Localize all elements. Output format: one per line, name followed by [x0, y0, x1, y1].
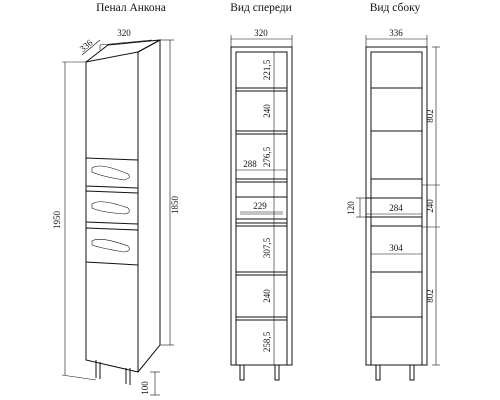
front-view: [230, 35, 293, 381]
iso-depth-label: 336: [78, 37, 95, 54]
iso-width-label: 320: [117, 28, 131, 38]
front-width-label: 320: [254, 28, 268, 38]
iso-height-total-label: 1950: [52, 211, 62, 230]
title-iso-view: Пенал Анкона: [96, 2, 166, 14]
title-side-view: Вид сбоку: [370, 2, 421, 14]
side-drawer-depth-label: 284: [389, 203, 403, 213]
front-shelf3-label: 276,5: [262, 146, 272, 167]
front-inner-width-label: 288: [243, 159, 257, 169]
side-middle-label: 240: [425, 199, 435, 213]
front-shelf6-label: 258,5: [262, 331, 272, 352]
front-shelf1-label: 221,5: [262, 59, 272, 80]
side-lower-label: 802: [425, 289, 435, 303]
front-shelf4-label: 307,5: [262, 237, 272, 258]
front-shelf5-label: 240: [262, 289, 272, 303]
front-shelf2-label: 240: [262, 104, 272, 118]
side-drawer-height-label: 120: [346, 201, 356, 215]
title-front-view: Вид спереди: [230, 2, 292, 14]
iso-cabinet: [61, 39, 174, 396]
side-view: [356, 35, 440, 381]
front-drawer-width-label: 229: [253, 201, 267, 211]
side-upper-label: 802: [425, 109, 435, 123]
side-inner-depth-label: 304: [389, 243, 403, 253]
iso-leg-label: 100: [140, 381, 150, 395]
iso-height-body-label: 1850: [170, 196, 180, 215]
side-depth-label: 336: [389, 28, 403, 38]
